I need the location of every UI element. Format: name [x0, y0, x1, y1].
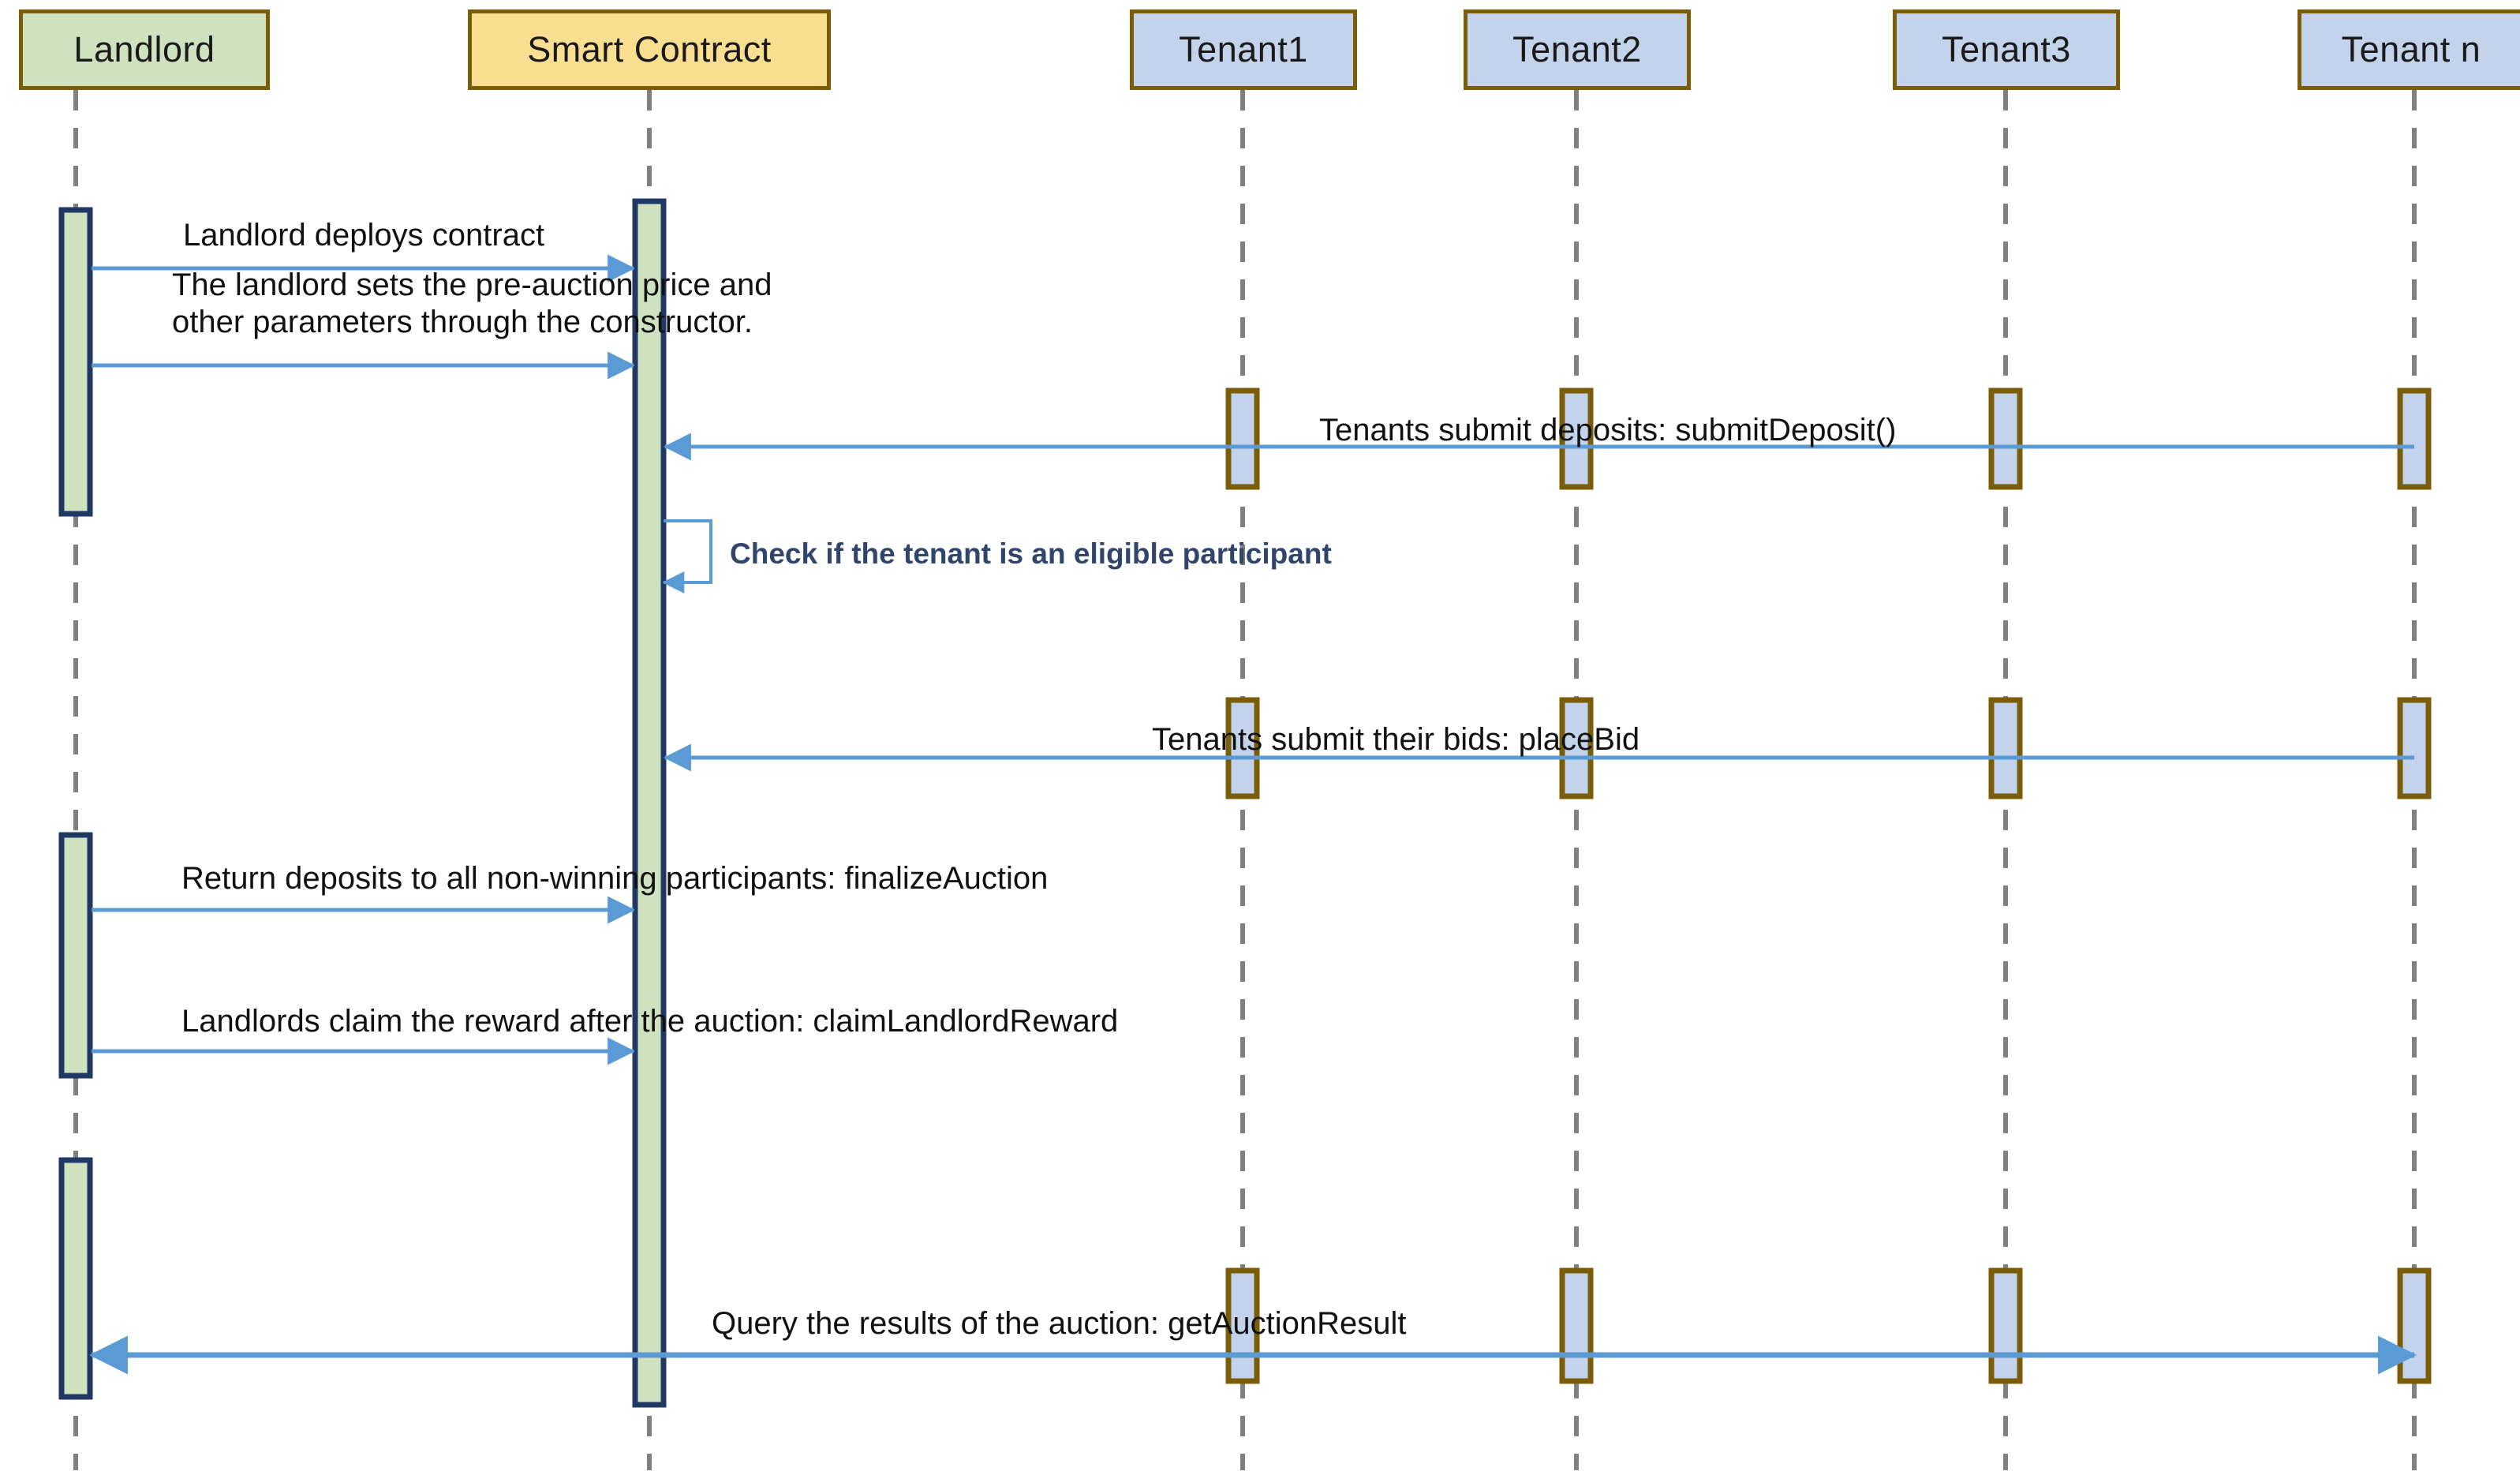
- activation-bar-tenantn: [2397, 697, 2432, 799]
- message-label-m5: Tenants submit their bids: placeBid: [1152, 722, 1640, 757]
- activation-bar-landlord: [58, 1157, 93, 1400]
- activation-bar-tenant3: [1988, 1267, 2023, 1384]
- participant-tenantn[interactable]: Tenant n: [2298, 9, 2520, 90]
- participant-label: Tenant1: [1179, 29, 1308, 69]
- activation-bar-tenantn: [2397, 1267, 2432, 1384]
- message-label-m1: Landlord deploys contract: [183, 218, 545, 253]
- participant-label: Landlord: [73, 29, 215, 69]
- activation-bar-landlord: [58, 832, 93, 1079]
- activation-bar-tenant2: [1559, 697, 1594, 799]
- participant-landlord[interactable]: Landlord: [19, 9, 270, 90]
- activation-bar-tenantn: [2397, 387, 2432, 490]
- participant-label: Smart Contract: [527, 29, 772, 69]
- message-label-m2: The landlord sets the pre-auction price …: [172, 268, 772, 340]
- participant-tenant3[interactable]: Tenant3: [1893, 9, 2120, 90]
- participant-label: Tenant2: [1512, 29, 1642, 69]
- message-label-m8: Query the results of the auction: getAuc…: [712, 1306, 1407, 1341]
- activation-bars-layer: [58, 198, 2432, 1408]
- participant-label: Tenant n: [2341, 29, 2481, 69]
- participant-contract[interactable]: Smart Contract: [468, 9, 831, 90]
- message-label-m6: Return deposits to all non-winning parti…: [181, 861, 1049, 896]
- activation-bar-tenant2: [1559, 387, 1594, 490]
- participant-label: Tenant3: [1942, 29, 2071, 69]
- message-label-m4: Check if the tenant is an eligible parti…: [730, 537, 1332, 570]
- activation-bar-tenant1: [1225, 697, 1260, 799]
- participant-tenant1[interactable]: Tenant1: [1130, 9, 1357, 90]
- activation-bar-tenant2: [1559, 1267, 1594, 1384]
- message-arrows-layer: [89, 254, 2417, 1375]
- activation-bar-tenant1: [1225, 387, 1260, 490]
- activation-bar-tenant3: [1988, 387, 2023, 490]
- participant-tenant2[interactable]: Tenant2: [1464, 9, 1691, 90]
- activation-bar-tenant3: [1988, 697, 2023, 799]
- message-arrow-m4: [662, 519, 712, 593]
- message-label-m7: Landlords claim the reward after the auc…: [181, 1004, 1119, 1039]
- activation-bar-landlord: [58, 207, 93, 517]
- message-label-m3: Tenants submit deposits: submitDeposit(): [1319, 413, 1897, 447]
- activation-bar-contract: [632, 198, 667, 1408]
